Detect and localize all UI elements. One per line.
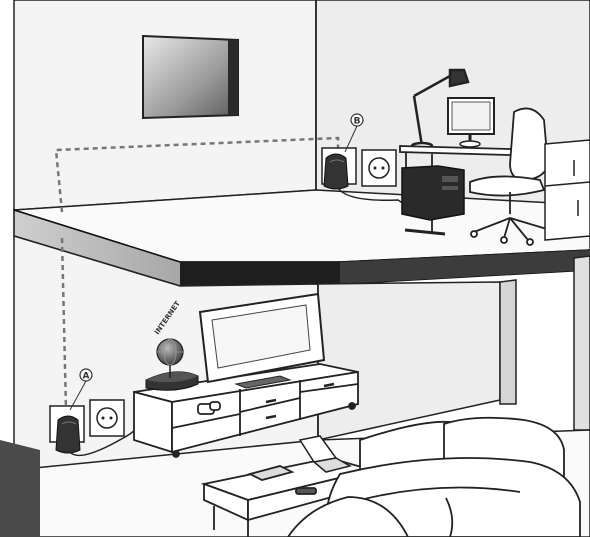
marker-b-label: B [354,117,361,127]
upper-room: B [14,0,590,262]
pillar [500,280,516,404]
lower-right-wall [318,282,500,440]
drawer-cabinet [545,140,590,240]
wall-picture [143,36,238,118]
pc-tower [402,166,464,220]
outer-dark-corner [0,440,40,537]
marker-a-label: A [83,372,90,382]
